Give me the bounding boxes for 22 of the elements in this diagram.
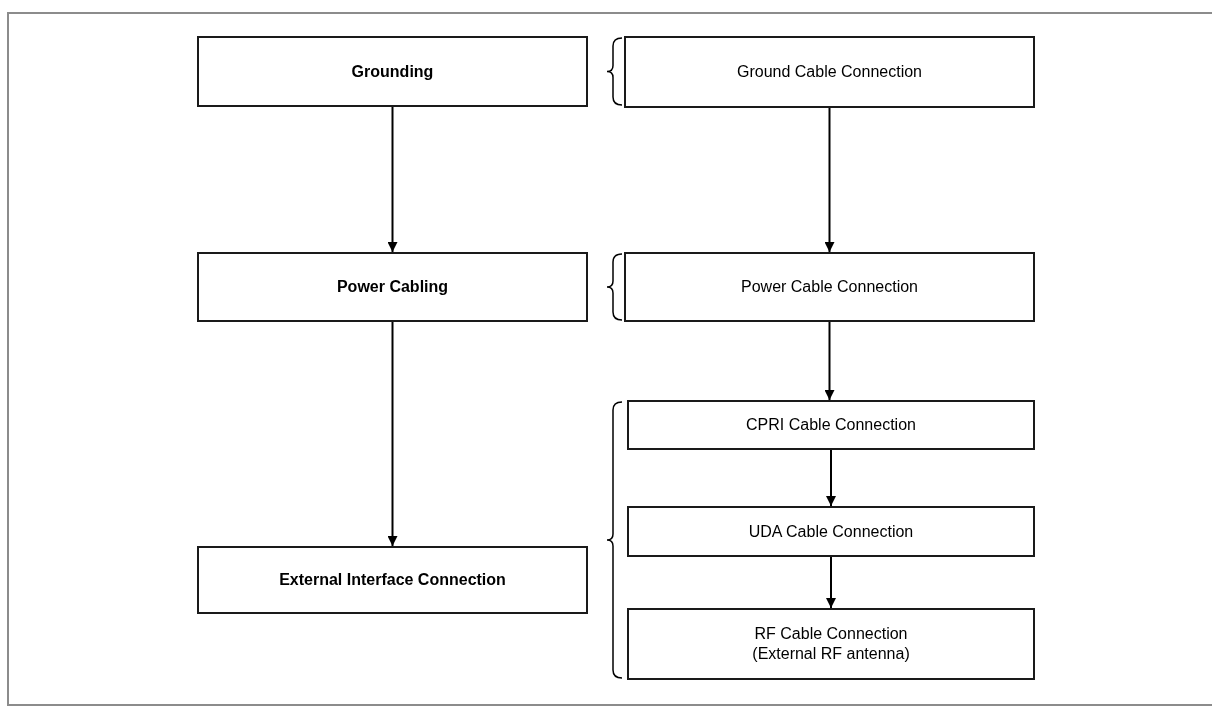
- process-box: [627, 400, 1035, 450]
- process-box: [197, 252, 588, 322]
- arrow: [826, 556, 836, 609]
- process-box: [197, 36, 588, 107]
- box-label: RF Cable Connection (External RF antenna): [751, 624, 911, 664]
- process-box: [197, 546, 588, 614]
- process-box: [624, 252, 1035, 322]
- box-label: Power Cabling: [336, 277, 449, 297]
- box-label: External Interface Connection: [279, 570, 506, 590]
- box-label: Grounding: [351, 61, 434, 82]
- arrow: [387, 106, 398, 253]
- arrow: [824, 321, 835, 401]
- process-box: [627, 506, 1035, 557]
- process-box: [624, 36, 1035, 108]
- arrow: [824, 107, 835, 253]
- box-label: CPRI Cable Connection: [746, 415, 916, 435]
- process-box: [627, 608, 1035, 680]
- box-label: Power Cable Connection: [741, 277, 918, 297]
- arrow: [387, 321, 398, 547]
- box-label: UDA Cable Connection: [748, 521, 914, 542]
- arrow: [826, 449, 836, 507]
- box-label: Ground Cable Connection: [737, 62, 922, 82]
